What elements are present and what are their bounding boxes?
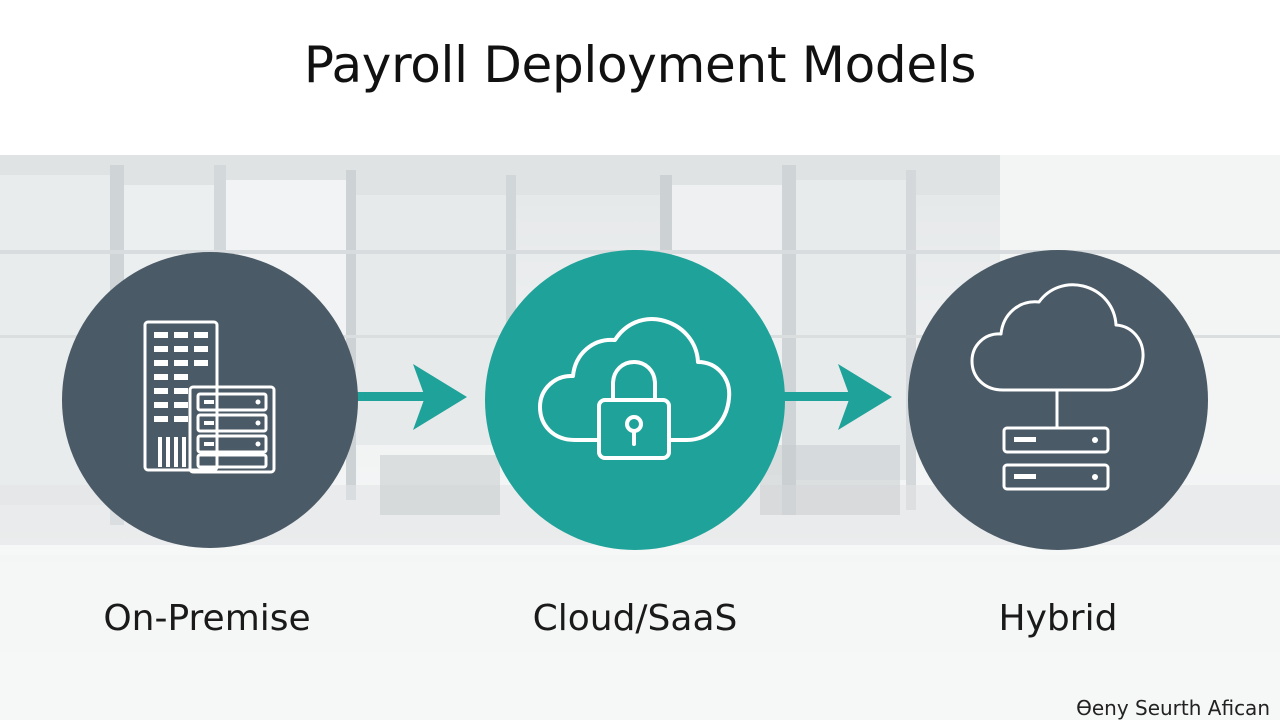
arrow-1-to-2 [355, 364, 467, 430]
cloud-server-icon [970, 283, 1145, 491]
watermark-text: Ɵeny Seurth Afican [1076, 696, 1270, 720]
model-label-on-premise: On-Premise [103, 598, 311, 639]
hybrid-circle [908, 250, 1208, 550]
arrow-2-to-3 [780, 364, 892, 430]
diagram-title: Payroll Deployment Models [303, 36, 977, 94]
cloud-lock-icon [538, 317, 732, 460]
model-label-hybrid: Hybrid [998, 598, 1118, 639]
server-building-icon [143, 320, 276, 474]
cloud-saas-circle [485, 250, 785, 550]
on-premise-circle [62, 252, 358, 548]
model-label-cloud-saas: Cloud/SaaS [532, 598, 738, 639]
